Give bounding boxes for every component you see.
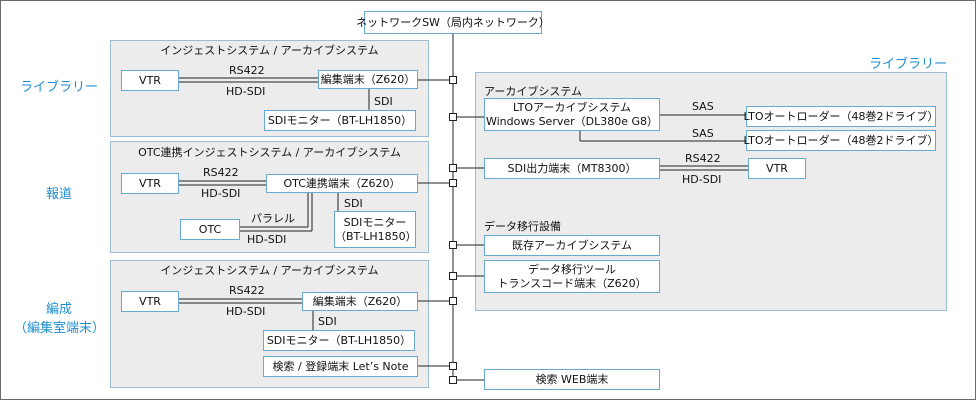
label-sas: SAS	[692, 127, 714, 140]
group-title-ingest-library: インジェストシステム / アーカイブシステム	[160, 44, 379, 57]
label-rs422: RS422	[203, 166, 239, 179]
label-hdsdi: HD-SDI	[247, 233, 287, 246]
sdi-monitor-library: SDIモニター（BT-LH1850）	[264, 110, 416, 131]
vtr-box-library: VTR	[121, 70, 179, 91]
lto-autoloader-1: LTOオートローダー（48巻2ドライブ）	[744, 106, 939, 127]
group-title-ingest-editing: インジェストシステム / アーカイブシステム	[160, 264, 379, 277]
sdi-monitor-news: SDIモニター （BT-LH1850）	[334, 211, 417, 248]
label-parallel: パラレル	[251, 212, 295, 225]
group-title-archive: アーカイブシステム	[484, 85, 583, 98]
label-hdsdi: HD-SDI	[682, 173, 722, 186]
search-register-terminal: 検索 / 登録端末 Let’s Note	[263, 356, 418, 377]
label-sdi: SDI	[318, 315, 337, 328]
label-rs422: RS422	[229, 64, 265, 77]
sdi-monitor-editing: SDIモニター（BT-LH1850）	[263, 330, 415, 351]
lto-autoloader-2: LTOオートローダー（48巻2ドライブ）	[744, 130, 939, 151]
side-label-news: 報道	[45, 187, 72, 202]
lto-archive-system: LTOアーカイブシステム Windows Server（DL380e G8）	[484, 98, 660, 131]
vtr-box-editing: VTR	[121, 291, 179, 312]
otc-terminal: OTC連携端末（Z620）	[266, 174, 418, 193]
vtr-box-news: VTR	[121, 173, 179, 194]
side-label-library: ライブラリー	[19, 80, 98, 95]
label-sdi: SDI	[344, 197, 363, 210]
label-hdsdi: HD-SDI	[226, 85, 266, 98]
otc-box: OTC	[180, 219, 240, 240]
label-rs422: RS422	[685, 152, 721, 165]
side-label-library-right: ライブラリー	[868, 57, 947, 72]
editing-terminal-editing: 編集端末（Z620）	[302, 292, 418, 311]
label-sdi: SDI	[374, 95, 393, 108]
label-hdsdi: HD-SDI	[226, 305, 266, 318]
editing-terminal-library: 編集端末（Z620）	[318, 70, 418, 89]
existing-archive-system: 既存アーカイブシステム	[484, 235, 660, 256]
label-sas: SAS	[692, 100, 714, 113]
group-title-otc-news: OTC連携インジェストシステム / アーカイブシステム	[138, 146, 401, 159]
search-web-terminal: 検索 WEB端末	[484, 369, 660, 390]
migration-transcode-terminal: データ移行ツール トランスコード端末（Z620）	[484, 260, 660, 293]
side-label-editing: 編成 （編集室端末）	[14, 302, 106, 336]
group-title-migration: データ移行設備	[484, 220, 561, 233]
label-hdsdi: HD-SDI	[201, 187, 241, 200]
network-switch-box: ネットワークSW（局内ネットワーク）	[356, 11, 550, 34]
vtr-box-archive: VTR	[748, 158, 806, 179]
sdi-output-terminal: SDI出力端末（MT8300）	[484, 158, 660, 179]
label-rs422: RS422	[229, 284, 265, 297]
